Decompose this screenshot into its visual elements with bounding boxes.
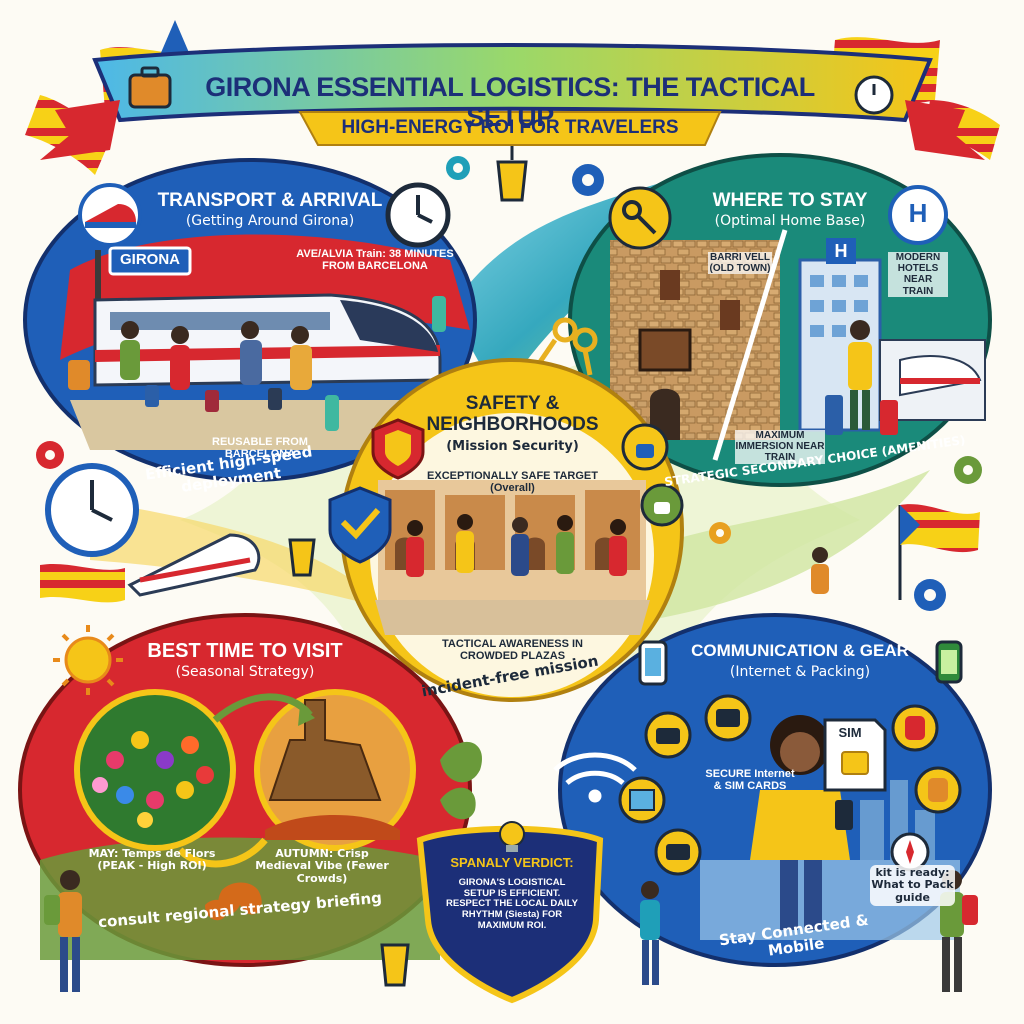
communication-subtitle: (Internet & Packing) [729,664,871,680]
thumbs-up-icon-2 [640,483,684,527]
traveler-mid-right [811,547,829,594]
phone-icon [935,640,963,684]
shield-icon [371,418,425,480]
transport-title: TRANSPORT & ARRIVAL [157,190,383,211]
banner-title: GIRONA ESSENTIAL LOGISTICS: THE TACTICAL… [205,72,815,133]
best-time-title: BEST TIME TO VISIT [147,640,343,662]
stay-panel [537,153,992,487]
stay-subtitle: (Optimal Home Base) [714,213,866,229]
hotel-sign-letter: H [834,241,848,261]
communication-title: COMMUNICATION & GEAR [691,641,909,660]
safe-note: EXCEPTIONALLY SAFE TARGET (Overall) [427,470,598,495]
verdict-title: SPANALY VERDICT: [450,855,574,870]
sim-label: SIM [838,725,862,740]
key-icon [608,186,672,250]
leaf-icon-2 [440,787,476,820]
wifi-icon [553,752,637,803]
autumn-label: AUTUMN: Crisp Medieval Vibe (Fewer Crowd… [255,847,389,885]
banner [40,43,985,160]
banner-subtitle: HIGH-ENERGY ROI FOR TRAVELERS [341,117,679,138]
stay-title: WHERE TO STAY [712,190,868,211]
green-swirl [620,470,930,620]
best-time-panel [18,613,472,967]
gear-icon-2 [446,156,470,180]
train-icon-2 [127,533,261,597]
hotel-badge-letter: H [908,198,928,228]
smartphone-icon [638,640,668,686]
wall-clock-icon [45,463,139,557]
catalan-flag-mid-left [40,563,125,603]
leaf-icon [440,741,482,783]
bag-icon [914,766,962,814]
gear-icon-5 [914,579,946,611]
catalan-flag-left [25,95,110,175]
sun-icon [53,625,123,695]
awareness-note: TACTICAL AWARENESS IN CROWDED PLAZAS [442,638,583,663]
may-label: MAY: Temps de Flors (PEAK - High ROI) [88,847,216,873]
reusable-note: REUSABLE FROM BARCELONA [212,436,308,461]
traveler-bottom-left [44,870,82,992]
map-icon [618,776,666,824]
train-note: AVE/ALVIA Train: 38 MINUTES FROM BARCELO… [296,248,454,273]
traveler-bottom-center [640,881,660,985]
gear-icon-3 [36,441,64,469]
kit-note: kit is ready: What to Pack guide [870,865,955,906]
gear-icon [572,164,604,196]
lantern-icon-2 [288,538,316,577]
verdict-shield [416,821,604,1004]
leaf-icon-3 [205,899,227,921]
suitcase-icon [128,66,172,109]
camera2-icon [654,828,702,876]
hotel-badge [888,185,948,245]
keys-icon [537,317,598,376]
shield-check-icon [328,486,392,564]
stopwatch-icon [854,75,894,115]
lantern-icon-3 [380,943,410,987]
photo-icon [704,694,752,742]
station-sign: GIRONA [120,251,180,268]
safety-title: SAFETY & NEIGHBORHOODS [426,393,599,436]
train-icon [78,183,142,247]
secure-note: SECURE Internet & SIM CARDS [705,768,795,793]
lightbulb-icon [499,821,525,852]
safety-subtitle: (Mission Security) [446,439,579,454]
catalan-flag-mid-right [898,504,980,600]
transport-subtitle: (Getting Around Girona) [185,213,355,229]
camera-icon [644,711,692,759]
modern-hotels-label: MODERN HOTELS NEAR TRAIN [888,252,948,297]
old-town-label: BARRI VELL (OLD TOWN) [708,252,772,275]
backpack-icon [891,704,939,752]
gear-icon-4 [954,456,982,484]
immersion-label: MAXIMUM IMMERSION NEAR TRAIN [735,430,825,464]
gear-icon-6 [709,522,731,544]
safety-panel [328,358,684,702]
thumbs-up-icon [621,423,669,471]
traveler-bottom-right [940,870,978,992]
best-time-subtitle: (Seasonal Strategy) [175,664,315,680]
transport-panel [23,158,477,482]
verdict-body: GIRONA'S LOGISTICAL SETUP IS EFFICIENT. … [446,877,578,931]
